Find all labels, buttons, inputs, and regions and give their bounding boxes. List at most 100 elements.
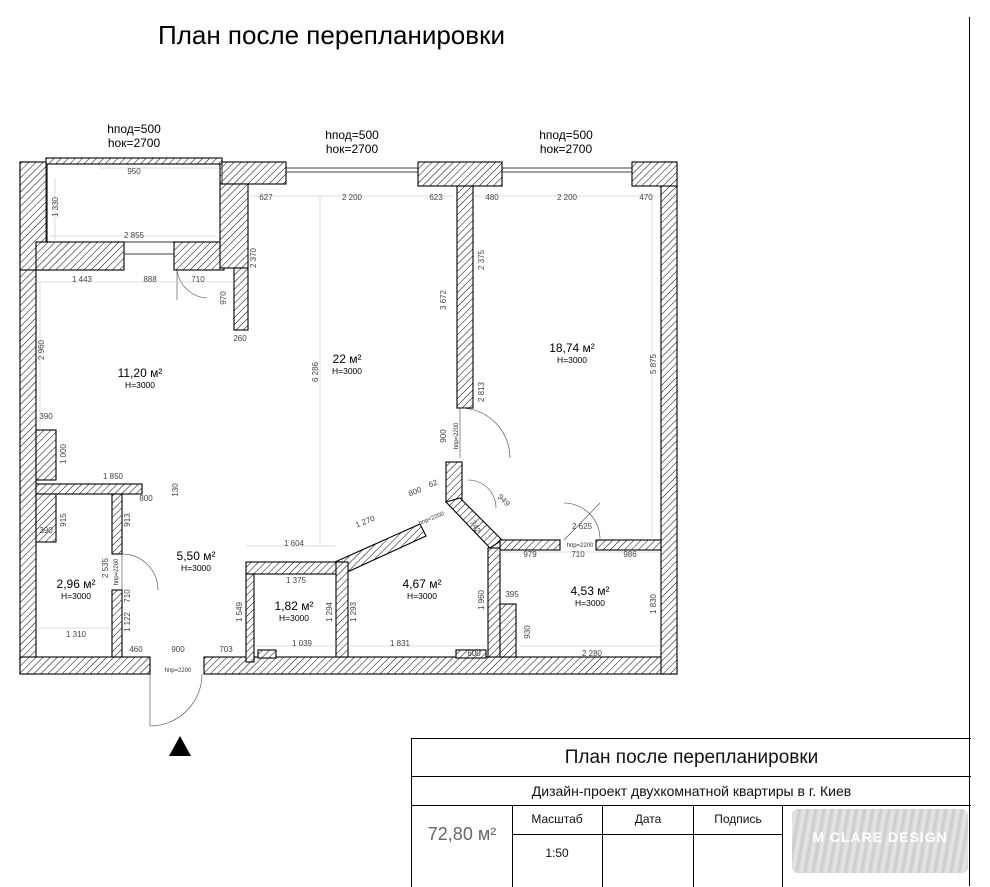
dim-label: 1 294 [325, 601, 334, 622]
door-label: hпр=2200 [114, 558, 120, 585]
dim-label: 390 [39, 526, 53, 535]
dim-label: 949 [496, 492, 512, 508]
room-living-area: 11,20 м² [118, 366, 163, 380]
title-block: План после перепланировки Дизайн-проект … [411, 738, 971, 887]
room-storage-area: 4,53 м² [571, 584, 610, 598]
dim-label: 888 [143, 275, 157, 284]
room-main-area: 22 м² [333, 352, 362, 366]
dim-label: 800 [139, 494, 153, 503]
dim-label: 1 960 [477, 589, 486, 610]
stamp-date-cell: Дата [603, 806, 694, 887]
dim-label: 1 443 [72, 275, 93, 284]
dim-label: 1 330 [51, 196, 60, 217]
dim-label: 6 286 [311, 361, 320, 382]
window-3-sill: hпод=500 [539, 128, 593, 142]
room-closet-area: 2,96 м² [57, 577, 96, 591]
dim-label: 950 [127, 167, 141, 176]
dim-label: 5 875 [649, 353, 658, 374]
dim-label: 986 [623, 550, 637, 559]
room-bath-height: H=3000 [407, 591, 437, 601]
stamp-subtitle: Дизайн-проект двухкомнатной квартиры в г… [412, 777, 971, 806]
room-bedroom-area: 18,74 м² [549, 341, 595, 355]
window-1-sill: hпод=500 [107, 122, 161, 136]
dim-label: 1 310 [66, 630, 87, 639]
dim-label: 970 [219, 291, 228, 305]
stamp-scale-value: 1:50 [545, 846, 569, 860]
stamp-sign-label: Подпись [694, 806, 782, 835]
window-labels: hпод=500 hок=2700 hпод=500 hок=2700 hпод… [107, 122, 593, 156]
stamp-total-area: 72,80 м² [412, 806, 513, 887]
room-hall-area: 5,50 м² [177, 549, 216, 563]
dim-label: 2 280 [582, 649, 603, 658]
dim-label: 2 200 [557, 193, 578, 202]
room-main-height: H=3000 [332, 366, 362, 376]
dim-label: 260 [233, 334, 247, 343]
frame-border-line [969, 17, 970, 886]
dim-label: 1 831 [390, 639, 411, 648]
doors [121, 269, 601, 727]
window-3-height: hок=2700 [540, 142, 593, 156]
dim-label: 62 [427, 478, 439, 490]
stamp-sign-cell: Подпись [694, 806, 783, 887]
dim-label: 703 [219, 645, 233, 654]
door-label: hпр=2200 [165, 668, 192, 674]
room-bedroom-height: H=3000 [557, 355, 587, 365]
dim-label: 800 [407, 485, 423, 499]
dim-label: 710 [571, 550, 585, 559]
brand-logo: M CLARE DESIGN [792, 809, 968, 873]
window-2-sill: hпод=500 [325, 128, 379, 142]
door-label: hпр=2200 [418, 511, 446, 527]
interior-walls [35, 183, 662, 663]
dim-label: 1 000 [59, 443, 68, 464]
dim-label: 2 370 [249, 247, 258, 268]
room-wc-height: H=3000 [279, 613, 309, 623]
dim-label: 1 850 [103, 472, 124, 481]
dim-label: 930 [523, 625, 532, 639]
dim-label: 460 [129, 645, 143, 654]
dim-label: 1 293 [349, 601, 358, 622]
stamp-date-label: Дата [603, 806, 693, 835]
dim-label: 2 375 [477, 249, 486, 270]
dimension-lines [36, 167, 661, 647]
window-1-height: hок=2700 [108, 136, 161, 150]
dim-label: 900 [171, 645, 185, 654]
room-hall-height: H=3000 [181, 563, 211, 573]
dim-label: 710 [191, 275, 205, 284]
outer-walls [19, 157, 678, 675]
dim-label: 623 [429, 193, 443, 202]
dim-label: 130 [171, 483, 180, 497]
dim-label: 2 200 [342, 193, 363, 202]
dim-label: 627 [259, 193, 273, 202]
room-bath-area: 4,67 м² [403, 577, 442, 591]
room-living-height: H=3000 [125, 380, 155, 390]
dim-label: 395 [505, 590, 519, 599]
dim-label: 390 [39, 412, 53, 421]
window-glazing [124, 167, 632, 255]
dim-label: 2 855 [124, 231, 145, 240]
dim-label: 1 549 [235, 601, 244, 622]
dim-label: 2 813 [477, 381, 486, 402]
dim-label: 3 672 [439, 289, 448, 310]
dim-label: 1 375 [286, 576, 307, 585]
dim-label: 1 122 [123, 611, 132, 632]
dim-label: 480 [485, 193, 499, 202]
room-wc-area: 1,82 м² [275, 599, 314, 613]
dim-label: 900 [439, 429, 448, 443]
dim-label: 913 [123, 513, 132, 527]
window-2-height: hок=2700 [326, 142, 379, 156]
dim-label: 2 535 [101, 557, 110, 578]
dim-label: 1 039 [292, 639, 313, 648]
dim-label: 1 270 [354, 514, 376, 530]
dim-label: 1 604 [284, 539, 305, 548]
dim-label: 979 [523, 550, 537, 559]
dim-label: 915 [59, 513, 68, 527]
door-label: hпр=2200 [567, 543, 594, 549]
dim-label: 600 [467, 649, 481, 658]
dim-label: 470 [639, 193, 653, 202]
dim-label: 1 830 [649, 593, 658, 614]
room-storage-height: H=3000 [575, 598, 605, 608]
dim-label: 2 960 [37, 339, 46, 360]
dimension-labels: 950 1 330 2 855 1 443 888 710 627 2 200 … [37, 167, 658, 658]
room-labels: 11,20 м² H=3000 22 м² H=3000 18,74 м² H=… [57, 341, 610, 623]
